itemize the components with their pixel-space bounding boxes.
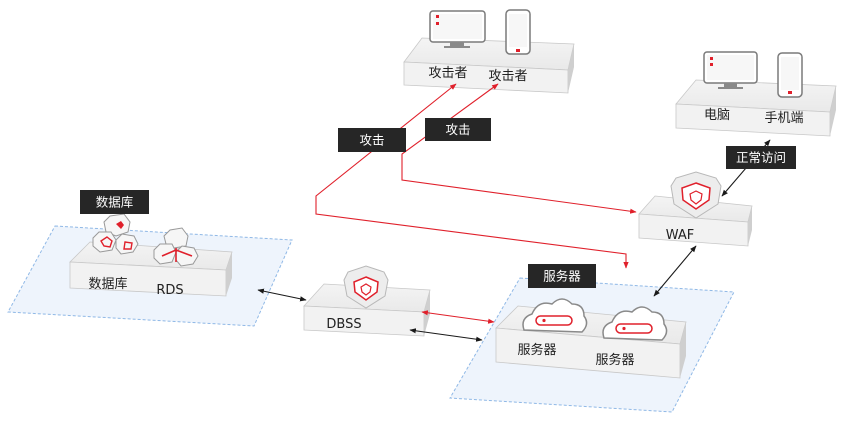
dbss-server-link	[409, 328, 483, 342]
pc-label: 电脑	[704, 108, 730, 123]
shield-icon	[343, 265, 389, 309]
waf-label: WAF	[666, 228, 695, 243]
phone-label: 手机端	[764, 111, 803, 126]
tag-db-zone: 数据库	[80, 190, 149, 214]
database-cluster-icon	[92, 213, 139, 255]
tag-attack-2: 攻击	[425, 118, 491, 141]
database-cluster-icon	[153, 227, 199, 267]
tag-attack-1-text: 攻击	[359, 133, 384, 148]
monitor-icon	[429, 10, 486, 48]
dbss-server-link-red	[421, 310, 495, 324]
tag-server-zone: 服务器	[528, 264, 596, 288]
dbss-platform	[303, 283, 431, 337]
user-platform	[675, 79, 837, 137]
monitor-icon	[703, 51, 758, 89]
attacker-right-label: 攻击者	[488, 69, 527, 84]
attack-path-1	[315, 83, 629, 269]
dbss-label: DBSS	[326, 317, 361, 332]
server-right-label: 服务器	[595, 352, 634, 368]
server-left-label: 服务器	[517, 342, 556, 358]
attack-path-2	[401, 83, 637, 214]
db-dbss-link	[257, 288, 307, 302]
attacker-left-label: 攻击者	[428, 66, 467, 81]
server-cloud-icon	[602, 306, 668, 341]
waf-server-link	[653, 245, 697, 297]
tag-attack-1: 攻击	[338, 128, 406, 152]
server-cloud-icon	[522, 298, 588, 333]
tag-attack-2-text: 攻击	[445, 122, 470, 137]
tag-normal-access: 正常访问	[726, 146, 796, 169]
shield-icon	[670, 171, 722, 219]
phone-icon	[777, 52, 803, 98]
rds-label: RDS	[156, 283, 183, 298]
tag-normal-access-text: 正常访问	[736, 150, 786, 165]
db-label: 数据库	[88, 276, 127, 292]
tag-server-zone-text: 服务器	[543, 269, 581, 284]
tag-db-zone-text: 数据库	[96, 195, 134, 210]
phone-icon	[505, 9, 531, 55]
